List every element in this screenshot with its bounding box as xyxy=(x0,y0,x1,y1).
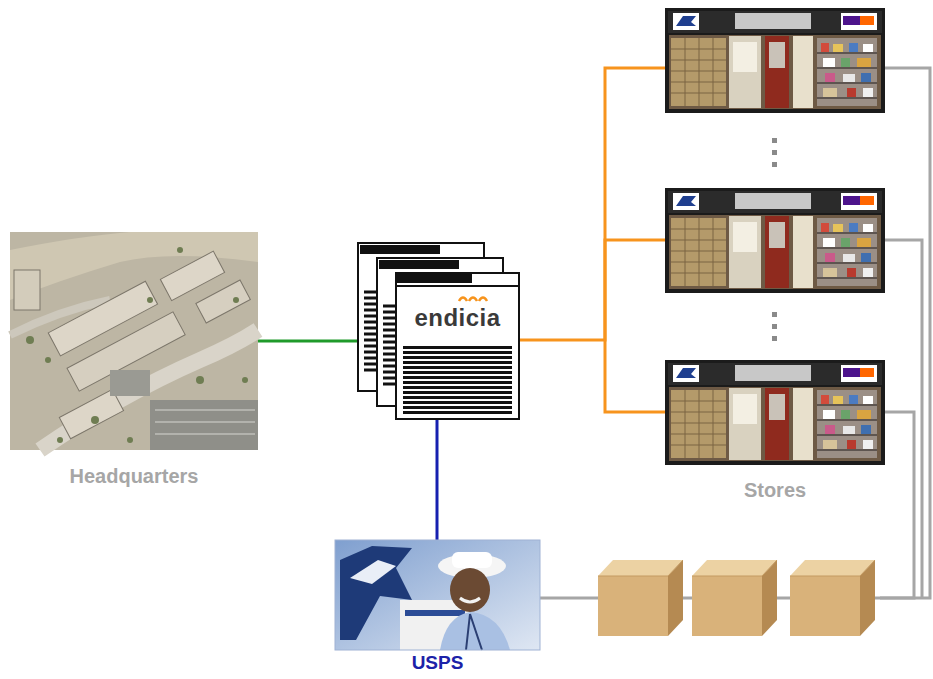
usps-node: USPS xyxy=(335,540,540,674)
logo-arc xyxy=(469,298,477,302)
page-text-line xyxy=(403,391,512,394)
blue-link xyxy=(436,420,439,540)
node-label: Stores xyxy=(665,478,885,502)
page-text-line xyxy=(403,366,512,369)
page-text-line xyxy=(403,406,512,409)
logo-arc xyxy=(479,298,487,302)
page-text-line xyxy=(403,346,512,349)
headquarters-aerial-photo xyxy=(10,232,258,450)
logo-arc xyxy=(459,298,467,302)
stores-node: Stores xyxy=(665,8,885,502)
node-label: Headquarters xyxy=(10,464,258,488)
page-text-line xyxy=(403,356,512,359)
node-label-text: USPS xyxy=(412,652,464,673)
node-label: endicia xyxy=(397,304,518,332)
ellipsis-dots xyxy=(772,138,777,341)
page-header-bar xyxy=(397,274,472,283)
page-text-line xyxy=(403,371,512,374)
orange-branch-wire xyxy=(605,68,665,412)
store-front-photo xyxy=(665,8,885,465)
usps-carrier-photo xyxy=(335,540,540,650)
page-text-line xyxy=(403,411,512,414)
page-text-line xyxy=(403,401,512,404)
node-label: USPS xyxy=(335,652,540,674)
page-stripes xyxy=(397,274,518,418)
page-rule xyxy=(397,285,518,287)
node-label-text: Stores xyxy=(744,479,806,501)
node-label-text: endicia xyxy=(411,304,503,332)
parcel-boxes xyxy=(598,560,875,636)
page-text-line xyxy=(403,361,512,364)
page-text-line xyxy=(403,386,512,389)
headquarters-node: Headquarters xyxy=(10,232,258,488)
page-text-line xyxy=(403,351,512,354)
page-text-line xyxy=(403,376,512,379)
node-label-text: Headquarters xyxy=(70,465,199,487)
grey-return-wire xyxy=(880,68,930,598)
page-text-line xyxy=(403,381,512,384)
orange-link xyxy=(520,240,665,340)
endicia-server-node: endicia xyxy=(395,272,520,420)
page-text-line xyxy=(403,396,512,399)
